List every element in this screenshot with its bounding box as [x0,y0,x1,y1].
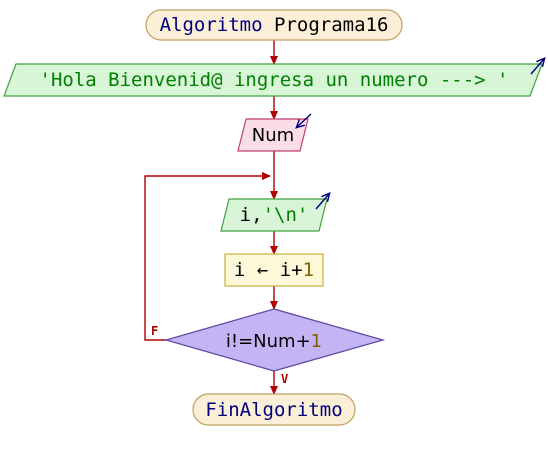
assign-target: i [234,259,245,281]
end-terminal: FinAlgoritmo [192,393,356,426]
decision-true-label: V [281,372,288,386]
write-loop-literal: '\n' [263,204,309,226]
decision-condition: i!=Num [226,331,296,352]
start-terminal: Algoritmo Programa16 [145,9,403,41]
svg-text:i!=Num+1: i!=Num+1 [226,331,322,352]
write-loop-sep: , [251,204,262,226]
flow-false-loop-back [144,172,271,341]
decision-step: i!=Num+1 F V [151,308,386,386]
decision-op: + [296,331,311,352]
read-variable: Num [252,125,294,146]
write-loop-var: i [240,204,251,226]
write-step-greeting: 'Hola Bienvenid@ ingresa un numero ---> … [3,59,544,97]
svg-text:i ← i+1: i ← i+1 [234,259,314,281]
assign-step: i ← i+1 [224,253,324,287]
flow-lines [144,40,278,395]
read-step-num: Num [237,113,312,152]
decision-number: 1 [311,331,322,352]
assign-source: i [280,259,291,281]
write-step-loop: i,'\n' [220,194,329,232]
assign-number: 1 [303,259,314,281]
write-greeting-text: 'Hola Bienvenid@ ingresa un numero ---> … [40,69,509,91]
svg-text:i,'\n': i,'\n' [240,204,309,226]
start-program-name: Programa16 [274,14,388,36]
output-arrow-icon [530,59,544,75]
input-arrow-icon [297,113,312,127]
start-keyword: Algoritmo [160,14,263,36]
assign-op: + [291,259,302,281]
decision-false-label: F [151,324,158,338]
svg-text:Algoritmo Programa16: Algoritmo Programa16 [160,14,389,36]
end-keyword: FinAlgoritmo [205,399,342,421]
assign-arrow: ← [257,259,268,281]
output-arrow-icon [315,194,329,210]
